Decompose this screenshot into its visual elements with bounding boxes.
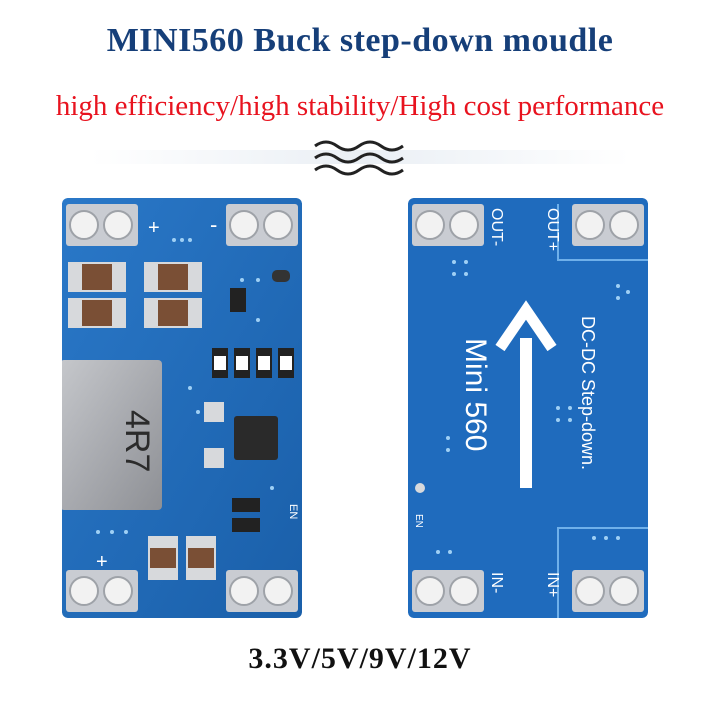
- feature-subtitle: high efficiency/high stability/High cost…: [55, 90, 665, 122]
- in-minus-label: IN-: [488, 572, 505, 593]
- pcb-back-image: OUT- OUT+ Mini 560 DC-DC Step-down. EN I…: [408, 198, 648, 618]
- pcb-front-image: + - 4R7 EN +: [62, 198, 302, 618]
- front-minus-top-label: -: [210, 212, 217, 237]
- page-title: MINI560 Buck step-down moudle: [106, 22, 614, 59]
- buck-ic-chip: [234, 416, 278, 460]
- model-label: Mini 560: [459, 338, 492, 451]
- in-plus-label: IN+: [544, 572, 561, 597]
- out-plus-label: OUT+: [544, 208, 561, 251]
- out-minus-label: OUT-: [488, 208, 505, 246]
- inductor: [62, 360, 162, 510]
- front-plus-top-label: +: [148, 217, 160, 239]
- up-arrow-icon: [495, 300, 557, 488]
- front-plus-bottom-label: +: [96, 551, 108, 573]
- description-label: DC-DC Step-down.: [578, 316, 598, 470]
- front-en-label: EN: [287, 504, 299, 519]
- voltage-options: 3.3V/5V/9V/12V: [248, 642, 472, 675]
- capacitor-group: [68, 262, 202, 328]
- back-en-label: EN: [413, 514, 424, 528]
- wave-divider-icon: [314, 140, 404, 176]
- inductor-marking: 4R7: [118, 410, 156, 472]
